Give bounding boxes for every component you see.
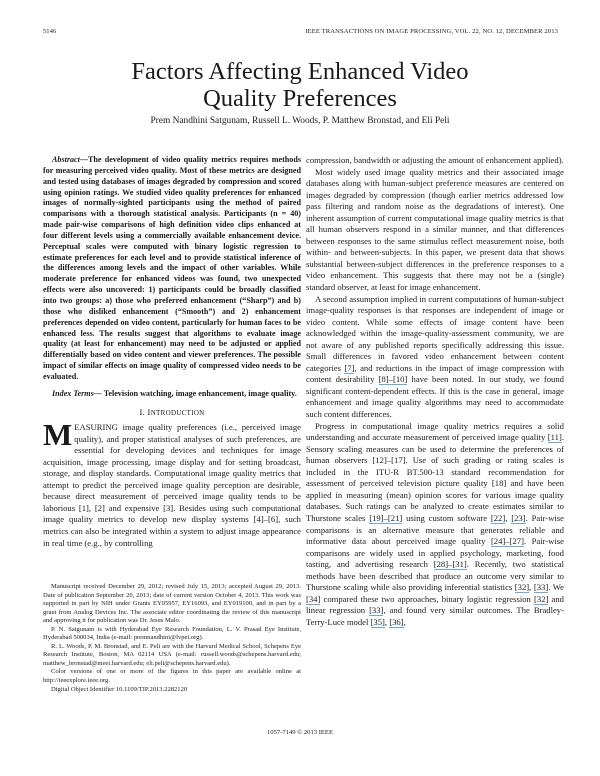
left-column: Abstract—The development of video qualit… xyxy=(43,155,301,549)
footnote-color-versions: Color versions of one or more of the fig… xyxy=(43,668,301,685)
citation-link[interactable]: [36] xyxy=(389,616,404,628)
index-terms-text: Television watching, image enhancement, … xyxy=(101,388,297,398)
right-column: compression, bandwidth or adjusting the … xyxy=(306,155,564,628)
right-paragraph-2: A second assumption implied in current c… xyxy=(306,294,564,421)
copyright-notice: 1057-7149 © 2013 IEEE xyxy=(267,729,333,736)
text-run: . Pair-wise comparisons are widely used … xyxy=(306,536,564,570)
citation-link[interactable]: [28]–[31] xyxy=(433,559,467,571)
section-number: I. xyxy=(139,406,148,417)
running-head: IEEE TRANSACTIONS ON IMAGE PROCESSING, V… xyxy=(305,28,558,35)
text-run: . Sensory scaling measures can be used t… xyxy=(306,432,564,523)
text-run: , and reductions in the impact of image … xyxy=(306,362,564,385)
citation-link[interactable]: [33] xyxy=(533,582,549,594)
text-run: . Recently, two statistical methods have… xyxy=(306,559,564,593)
citation-link[interactable]: [32] xyxy=(534,593,549,605)
index-terms: Index Terms— Television watching, image … xyxy=(43,389,301,400)
intro-paragraph-1-text: EASURING image quality preferences (i.e.… xyxy=(43,422,301,548)
footnote-doi: Digital Object Identifier 10.1109/TIP.20… xyxy=(51,685,188,693)
section-heading-introduction: I. INTRODUCTION xyxy=(43,407,301,420)
citation-link[interactable]: [32] xyxy=(514,582,530,594)
citation-link[interactable]: [11] xyxy=(547,432,562,444)
citation-link[interactable]: [34] xyxy=(306,593,321,605)
footnote-author-1: P. N. Satgunam is with Hyderabad Eye Res… xyxy=(43,625,301,642)
paper-title: Factors Affecting Enhanced Video Quality… xyxy=(131,58,469,112)
page-number: 5146 xyxy=(43,28,57,35)
right-paragraph-0: compression, bandwidth or adjusting the … xyxy=(306,155,564,165)
abstract: Abstract—The development of video qualit… xyxy=(43,155,301,383)
section-title-initial: I xyxy=(147,406,151,417)
citation-link[interactable]: [33] xyxy=(369,605,384,617)
citation-link[interactable]: [24]–[27] xyxy=(490,536,524,548)
text-run: , xyxy=(529,582,534,593)
text-run: using custom software xyxy=(402,512,491,523)
author-list: Prem Nandhini Satgunam, Russell L. Woods… xyxy=(150,116,450,126)
text-run: . We xyxy=(548,582,564,593)
footnote-authors-2: R. L. Woods, P. M. Bronstad, and E. Peli… xyxy=(43,642,301,667)
text-run: , xyxy=(384,616,390,627)
footnotes: Manuscript received December 29, 2012; r… xyxy=(43,583,301,694)
right-paragraph-3: Progress in computational image quality … xyxy=(306,421,564,629)
text-run: , xyxy=(403,616,406,627)
section-title-rest: NTRODUCTION xyxy=(150,408,205,417)
citation-link[interactable]: [22] xyxy=(490,512,506,524)
text-run: . Pair-wise comparisons is an alternativ… xyxy=(306,512,564,547)
abstract-text: The development of video quality metrics… xyxy=(43,155,301,381)
text-run: Progress in computational image quality … xyxy=(306,420,564,443)
citation-link[interactable]: [35] xyxy=(370,616,385,628)
index-terms-label: Index Terms— xyxy=(52,388,102,398)
citation-link[interactable]: [23] xyxy=(511,512,526,524)
text-run: A second assumption implied in current c… xyxy=(306,293,564,373)
text-run: , and found very similar outcomes. The B… xyxy=(306,605,564,627)
citation-link[interactable]: [8]–[10] xyxy=(378,374,408,386)
citation-link[interactable]: [7] xyxy=(344,362,355,374)
abstract-label: Abstract— xyxy=(52,155,88,164)
text-run: , xyxy=(505,512,512,523)
text-run: compared these two approaches, binary lo… xyxy=(320,593,535,604)
text-run: and linear regression xyxy=(306,593,564,616)
drop-cap: M xyxy=(43,417,73,453)
citation-link[interactable]: [19]–[21] xyxy=(369,512,403,524)
footnote-manuscript: Manuscript received December 29, 2012; r… xyxy=(43,583,301,625)
right-paragraph-1: Most widely used image quality metrics a… xyxy=(306,166,564,293)
text-run: have been noted. In our study, we found … xyxy=(306,374,564,420)
